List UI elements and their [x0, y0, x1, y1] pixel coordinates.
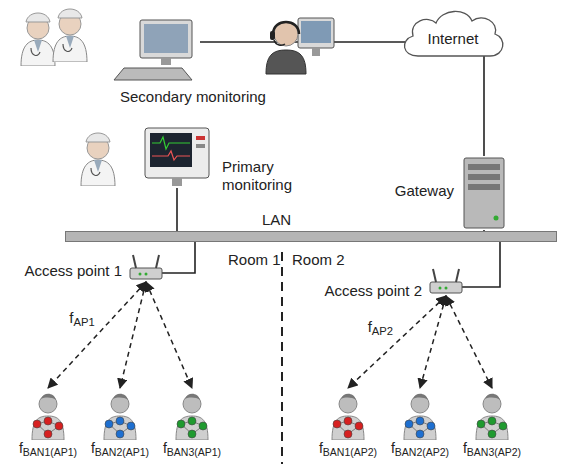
patient-node: fBAN1(AP2)	[313, 388, 383, 458]
wireless-link	[48, 282, 146, 388]
wireless-link	[348, 296, 446, 388]
network-node: Gateway	[462, 156, 506, 230]
node-label: LAN	[262, 211, 291, 229]
link-label: fAP1	[69, 309, 94, 329]
network-node: Access point 2	[428, 266, 464, 296]
wireless-link	[420, 296, 446, 388]
node-label: fBAN2(AP1)	[85, 440, 155, 458]
patient-node: fBAN3(AP1)	[157, 388, 227, 458]
node-label: Gateway	[395, 182, 454, 200]
node-label: fBAN3(AP1)	[157, 440, 227, 458]
network-node: Access point 1	[128, 252, 164, 282]
network-node: Internet	[398, 4, 508, 64]
network-wire	[176, 188, 178, 231]
node-label: Access point 2	[324, 282, 422, 300]
link-label: fAP2	[368, 318, 393, 338]
network-node: Primary monitoring	[72, 124, 220, 188]
room-label: Room 1	[228, 251, 281, 269]
node-label: fBAN2(AP2)	[385, 440, 455, 458]
node-label: fBAN3(AP2)	[457, 440, 527, 458]
patient-node: fBAN2(AP2)	[385, 388, 455, 458]
node-label: Secondary monitoring	[120, 88, 266, 106]
wireless-link	[446, 296, 492, 388]
network-wire	[462, 242, 500, 287]
lan-bar: LAN	[65, 231, 557, 242]
network-wire	[162, 242, 195, 273]
wireless-link	[146, 282, 192, 388]
node-label: Access point 1	[24, 262, 122, 280]
network-node: Secondary monitoring	[15, 4, 200, 104]
room-label: Room 2	[292, 251, 345, 269]
node-label: Primary monitoring	[222, 158, 302, 194]
node-label: fBAN1(AP2)	[313, 440, 383, 458]
wireless-link	[120, 282, 146, 388]
patient-node: fBAN2(AP1)	[85, 388, 155, 458]
node-label: Internet	[428, 30, 479, 48]
network-wire	[483, 56, 485, 156]
patient-node: fBAN1(AP1)	[13, 388, 83, 458]
patient-node: fBAN3(AP2)	[457, 388, 527, 458]
node-label: fBAN1(AP1)	[13, 440, 83, 458]
